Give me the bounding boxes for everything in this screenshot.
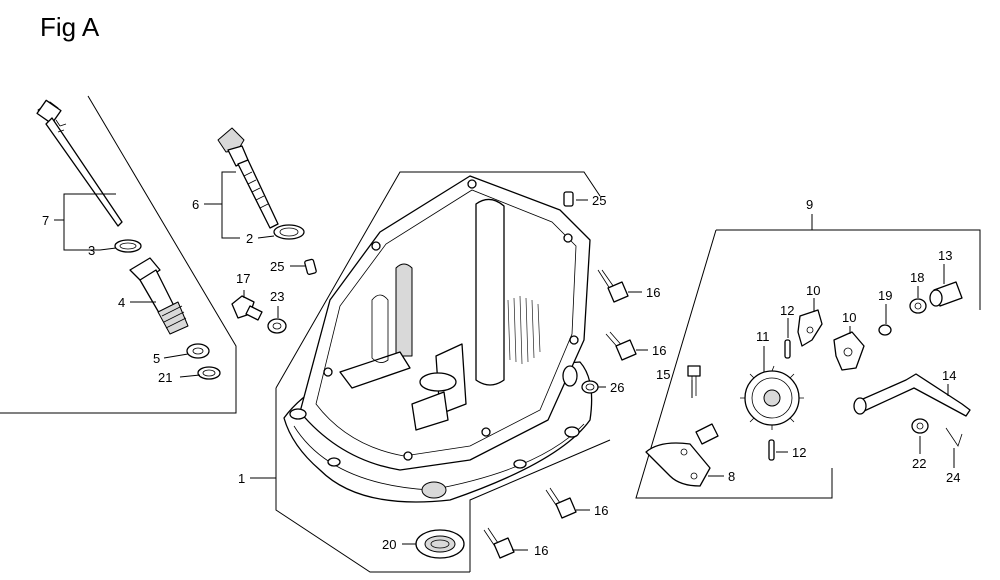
callout-23: 23 <box>270 289 284 304</box>
dowel-pin-part-25a <box>563 191 574 207</box>
washer-part-18 <box>909 298 927 314</box>
slider-part-13 <box>929 281 963 307</box>
washer-part-21 <box>197 366 221 380</box>
governor-gear-part-11 <box>740 365 804 430</box>
callout-3: 3 <box>88 243 95 258</box>
oil-seal-part-20 <box>415 529 465 559</box>
figure-title: Fig A <box>40 12 100 42</box>
callout-15: 15 <box>656 367 670 382</box>
o-ring-part-3 <box>114 239 142 253</box>
governor-group <box>635 229 981 499</box>
dowel-pin-part-25b <box>304 258 317 275</box>
washer-part-26 <box>581 380 599 394</box>
oil-filler-group <box>0 95 237 414</box>
callout-17: 17 <box>236 271 250 286</box>
callout-4: 4 <box>118 295 125 310</box>
nut-part-5 <box>186 343 210 359</box>
governor-holder-part-8 <box>645 423 719 487</box>
clip-part-24 <box>945 427 963 447</box>
callout-21: 21 <box>158 370 172 385</box>
callout-19: 19 <box>878 288 892 303</box>
filler-tube-part <box>129 257 189 335</box>
callout-8: 8 <box>728 469 735 484</box>
governor-shaft-part-14 <box>853 373 971 417</box>
washer-part-19 <box>878 324 892 336</box>
weight-part-10a <box>797 309 823 347</box>
crankcase-cover-part <box>275 171 611 573</box>
callout-25-top: 25 <box>592 193 606 208</box>
callout-1: 1 <box>238 471 245 486</box>
callout-11: 11 <box>756 329 770 344</box>
pin-part-12a <box>784 339 791 359</box>
pin-part-12b <box>768 439 775 461</box>
callout-20: 20 <box>382 537 396 552</box>
callout-16-a: 16 <box>646 285 660 300</box>
dipstick-part <box>36 99 123 227</box>
callout-22: 22 <box>912 456 926 471</box>
dipstick-6-part <box>217 127 305 240</box>
callout-13: 13 <box>938 248 952 263</box>
callout-10-right: 10 <box>842 310 856 325</box>
callout-16-c: 16 <box>594 503 608 518</box>
callout-12-top: 12 <box>780 303 794 318</box>
callout-16-d: 16 <box>534 543 548 558</box>
washer-part-23 <box>267 318 287 334</box>
weight-part-10b <box>833 331 865 371</box>
callout-labels: 7 3 4 5 21 6 2 17 23 25 25 16 16 26 1 16… <box>42 193 960 558</box>
flange-bolt-part-16c <box>545 487 577 519</box>
callout-9: 9 <box>806 197 813 212</box>
callout-2: 2 <box>246 231 253 246</box>
flange-bolt-part-16d <box>483 527 515 559</box>
flange-bolt-part-16a <box>597 269 629 303</box>
bolt-part-15 <box>687 365 701 396</box>
drain-bolt-part-17 <box>231 295 263 321</box>
callout-5: 5 <box>153 351 160 366</box>
callout-14: 14 <box>942 368 956 383</box>
callout-24: 24 <box>946 470 960 485</box>
callout-25-left: 25 <box>270 259 284 274</box>
leader-lines <box>54 171 955 551</box>
flange-bolt-part-16b <box>605 331 637 361</box>
callout-16-b: 16 <box>652 343 666 358</box>
washer-part-22 <box>911 418 929 434</box>
callout-7: 7 <box>42 213 49 228</box>
callout-10-top: 10 <box>806 283 820 298</box>
callout-26: 26 <box>610 380 624 395</box>
callout-12-bottom: 12 <box>792 445 806 460</box>
callout-6: 6 <box>192 197 199 212</box>
callout-18: 18 <box>910 270 924 285</box>
